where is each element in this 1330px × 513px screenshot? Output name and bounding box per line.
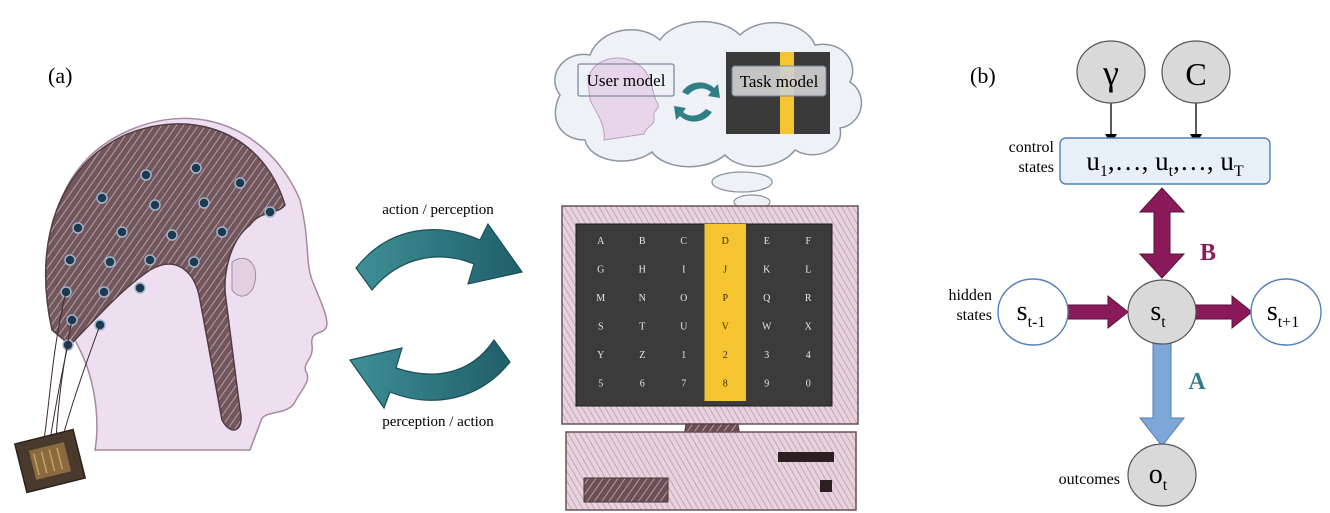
thought-cloud: User model Task model: [554, 20, 863, 221]
user-model-head-silhouette: [587, 57, 659, 141]
arrow-s-t-to-s-next: [1195, 294, 1253, 330]
drive-slot-left: [583, 477, 669, 503]
drive-slot-right: [778, 452, 834, 462]
outcomes-label: outcomes: [1059, 471, 1120, 488]
speller-cell: Q: [763, 293, 771, 304]
speller-cell: U: [680, 322, 688, 333]
speller-cell: J: [723, 265, 727, 276]
s-next-node: [1250, 278, 1322, 346]
arrow-top-label: action / perception: [382, 202, 494, 218]
speller-cell: W: [762, 322, 772, 333]
user-model-label: User model: [587, 71, 666, 90]
electrode-wires: [43, 291, 101, 441]
speller-cell: F: [805, 236, 811, 247]
control-states-box: [1059, 137, 1271, 185]
computer-illustration: A B C D E F G H I J K L M N O P Q R S T U V W X Y Z 1 2 3 4 5 6 7 8 9 0: [561, 205, 859, 511]
c-label: C: [1185, 56, 1206, 92]
electrodes: [60, 162, 276, 351]
speller-cell: K: [763, 265, 771, 276]
amplifier-box: [13, 428, 87, 494]
gamma-label: γ: [1102, 53, 1119, 93]
gamma-node: [1076, 40, 1146, 104]
speller-screen: [575, 223, 833, 407]
speller-cell: E: [764, 236, 770, 247]
c-node: [1161, 40, 1231, 104]
speller-cell: Z: [639, 350, 645, 361]
ear: [231, 257, 257, 297]
speller-cell: 8: [723, 379, 728, 390]
head-with-eeg-cap-illustration: [13, 117, 328, 494]
thought-bubble-1: [711, 171, 773, 193]
speller-cell: 1: [681, 350, 686, 361]
speller-cell: B: [639, 236, 646, 247]
task-model-label: Task model: [740, 72, 819, 91]
speller-cell: V: [722, 322, 730, 333]
speller-cell: R: [805, 293, 812, 304]
s-t-label: st: [1150, 296, 1166, 331]
s-t-node: [1127, 279, 1197, 345]
arrow-s-prev-to-s-t: [1067, 294, 1129, 330]
speller-cell: 4: [806, 350, 811, 361]
speller-cell: I: [682, 265, 685, 276]
user-model-box: [577, 63, 675, 97]
speller-cell: H: [639, 265, 646, 276]
panel-b: (b) B A γ C u1,…, ut,…, uT control state…: [948, 40, 1322, 507]
panel-b-label: (b): [970, 63, 996, 88]
task-model-box: [731, 65, 827, 97]
curved-arrow-left: [348, 338, 511, 410]
speller-cell: 7: [681, 379, 686, 390]
speller-cell: D: [722, 236, 729, 247]
s-prev-label: st-1: [1017, 296, 1046, 331]
speller-cell: N: [639, 293, 646, 304]
panel-a: (a): [13, 20, 863, 511]
speller-cell: 9: [764, 379, 769, 390]
s-prev-node: [997, 278, 1069, 346]
label-B: B: [1200, 240, 1216, 266]
speller-cell: 2: [723, 350, 728, 361]
label-A: A: [1188, 369, 1206, 395]
cycle-arrows-icon: [674, 82, 720, 122]
arrow-A: [1138, 341, 1186, 447]
speller-grid: A B C D E F G H I J K L M N O P Q R S T U V W X Y Z 1 2 3 4 5 6 7 8 9 0: [596, 224, 813, 401]
power-button: [820, 480, 832, 492]
speller-cell: T: [639, 322, 645, 333]
speller-cell: 0: [806, 379, 811, 390]
o-t-node: [1127, 443, 1197, 507]
speller-cell: C: [680, 236, 687, 247]
speller-cell: M: [596, 293, 605, 304]
speller-cell: S: [598, 322, 604, 333]
control-label-line1: control: [1009, 139, 1055, 156]
arrow-B-bidirectional: [1138, 187, 1186, 279]
speller-cell: A: [597, 236, 605, 247]
hidden-label-line2: states: [956, 307, 992, 324]
speller-cell: Y: [597, 350, 604, 361]
control-states-sequence: u1,…, ut,…, uT: [1086, 146, 1243, 180]
speller-cell: L: [805, 265, 811, 276]
speller-highlighted-column: [704, 224, 746, 401]
speller-cell: P: [722, 293, 728, 304]
panel-a-label: (a): [48, 63, 72, 88]
speller-cell: G: [597, 265, 604, 276]
speller-cell: 6: [640, 379, 645, 390]
control-label-line2: states: [1018, 159, 1054, 176]
o-t-label: ot: [1149, 459, 1168, 494]
speller-cell: 3: [764, 350, 769, 361]
curved-arrow-right: [355, 222, 524, 291]
speller-cell: X: [805, 322, 813, 333]
s-next-label: st+1: [1267, 296, 1299, 331]
hidden-label-line1: hidden: [948, 287, 992, 304]
arrow-bottom-label: perception / action: [382, 414, 494, 430]
speller-cell: 5: [598, 379, 603, 390]
speller-cell: O: [680, 293, 687, 304]
